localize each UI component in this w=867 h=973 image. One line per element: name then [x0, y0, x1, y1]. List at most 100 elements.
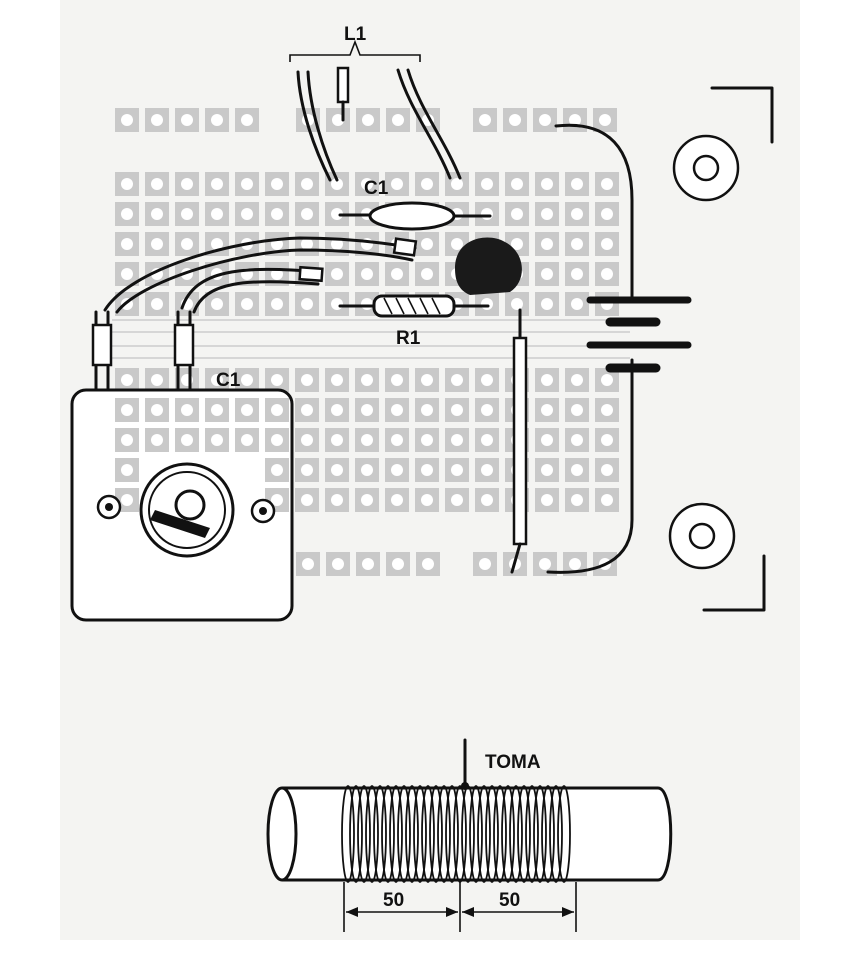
label-c1-fixed: C1: [364, 178, 389, 199]
board-pad-hole: [599, 114, 611, 126]
board-pad-hole: [391, 374, 403, 386]
board-pad-hole: [541, 434, 553, 446]
board-pad-hole: [421, 464, 433, 476]
board-pad-hole: [571, 208, 583, 220]
board-pad-hole: [601, 404, 613, 416]
board-pad-hole: [421, 268, 433, 280]
board-pad-hole: [121, 464, 133, 476]
board-pad-hole: [421, 404, 433, 416]
board-pad-hole: [511, 238, 523, 250]
coil-turn: [389, 785, 403, 883]
board-pad-hole: [181, 238, 193, 250]
board-pad-hole: [121, 114, 133, 126]
coil-turn: [525, 785, 539, 883]
coil-turn: [429, 785, 443, 883]
board-pad-hole: [301, 238, 313, 250]
board-pad-hole: [601, 178, 613, 190]
board-pad-hole: [151, 434, 163, 446]
board-pad-hole: [331, 464, 343, 476]
board-pad-hole: [211, 374, 223, 386]
coil-turn: [357, 785, 371, 883]
board-pad-hole: [211, 178, 223, 190]
board-pad-hole: [601, 268, 613, 280]
board-pad-hole: [301, 298, 313, 310]
coil-turn: [381, 785, 395, 883]
tuning-wires: [91, 236, 418, 392]
board-pad-hole: [331, 268, 343, 280]
dimension-left: 50: [383, 890, 404, 911]
board-pad-hole: [181, 178, 193, 190]
board-pad-hole: [211, 404, 223, 416]
board-pad-hole: [121, 208, 133, 220]
board-pad-hole: [331, 238, 343, 250]
board-pad-hole: [541, 268, 553, 280]
dimension-right: 50: [499, 890, 520, 911]
board-pad-hole: [601, 434, 613, 446]
board-pad-hole: [361, 494, 373, 506]
board-pad-hole: [301, 178, 313, 190]
board-pad-hole: [151, 114, 163, 126]
board-pad-hole: [332, 558, 344, 570]
perfboard: [112, 108, 630, 576]
board-pad-hole: [571, 298, 583, 310]
label-r1: R1: [396, 328, 421, 349]
board-pad-hole: [121, 494, 133, 506]
board-pad-hole: [211, 434, 223, 446]
board-pad-hole: [451, 494, 463, 506]
board-pad-hole: [481, 434, 493, 446]
board-pad-hole: [211, 238, 223, 250]
board-pad-hole: [361, 464, 373, 476]
board-pad-hole: [361, 268, 373, 280]
terminal-wires: [546, 123, 634, 574]
board-pad-hole: [332, 114, 344, 126]
board-pad-hole: [271, 298, 283, 310]
board-pad-hole: [539, 114, 551, 126]
jack-top: [672, 86, 774, 202]
board-pad-hole: [271, 434, 283, 446]
board-pad-hole: [302, 558, 314, 570]
board-pad-hole: [601, 208, 613, 220]
board-pad-hole: [451, 434, 463, 446]
jack-bottom: [668, 502, 766, 612]
board-pad-hole: [211, 298, 223, 310]
ferrite-coil-diagram: [266, 738, 673, 932]
board-pad-hole: [361, 434, 373, 446]
board-pad-hole: [271, 404, 283, 416]
board-pad-hole: [121, 178, 133, 190]
board-pad-hole: [541, 238, 553, 250]
board-pad-hole: [509, 114, 521, 126]
coil-turn: [533, 785, 547, 883]
board-pad-hole: [422, 558, 434, 570]
board-pad-hole: [331, 178, 343, 190]
board-pad-hole: [391, 404, 403, 416]
board-pad-hole: [541, 178, 553, 190]
board-pad-hole: [121, 374, 133, 386]
board-pad-hole: [391, 464, 403, 476]
board-pad-hole: [271, 464, 283, 476]
coil-windings: [341, 785, 571, 883]
board-pad-hole: [362, 114, 374, 126]
board-pad-hole: [301, 494, 313, 506]
board-pad-hole: [571, 464, 583, 476]
coil-turn: [349, 785, 363, 883]
board-pad-hole: [241, 208, 253, 220]
coil-turn: [405, 785, 419, 883]
capacitor-c1-fixed: [338, 201, 492, 231]
board-pad-hole: [601, 238, 613, 250]
board-pad-hole: [601, 494, 613, 506]
board-pad-hole: [451, 374, 463, 386]
coil-turn: [365, 785, 379, 883]
board-pad-hole: [241, 298, 253, 310]
board-pad-hole: [121, 268, 133, 280]
board-pad-hole: [511, 178, 523, 190]
board-pad-hole: [421, 494, 433, 506]
board-pad-hole: [511, 208, 523, 220]
board-pad-hole: [151, 374, 163, 386]
board-pad-hole: [331, 208, 343, 220]
board-pad-hole: [601, 464, 613, 476]
coil-turn: [549, 785, 563, 883]
board-pad-hole: [331, 298, 343, 310]
coil-turn: [557, 785, 571, 883]
board-pad-hole: [361, 404, 373, 416]
label-l1: L1: [344, 24, 367, 45]
